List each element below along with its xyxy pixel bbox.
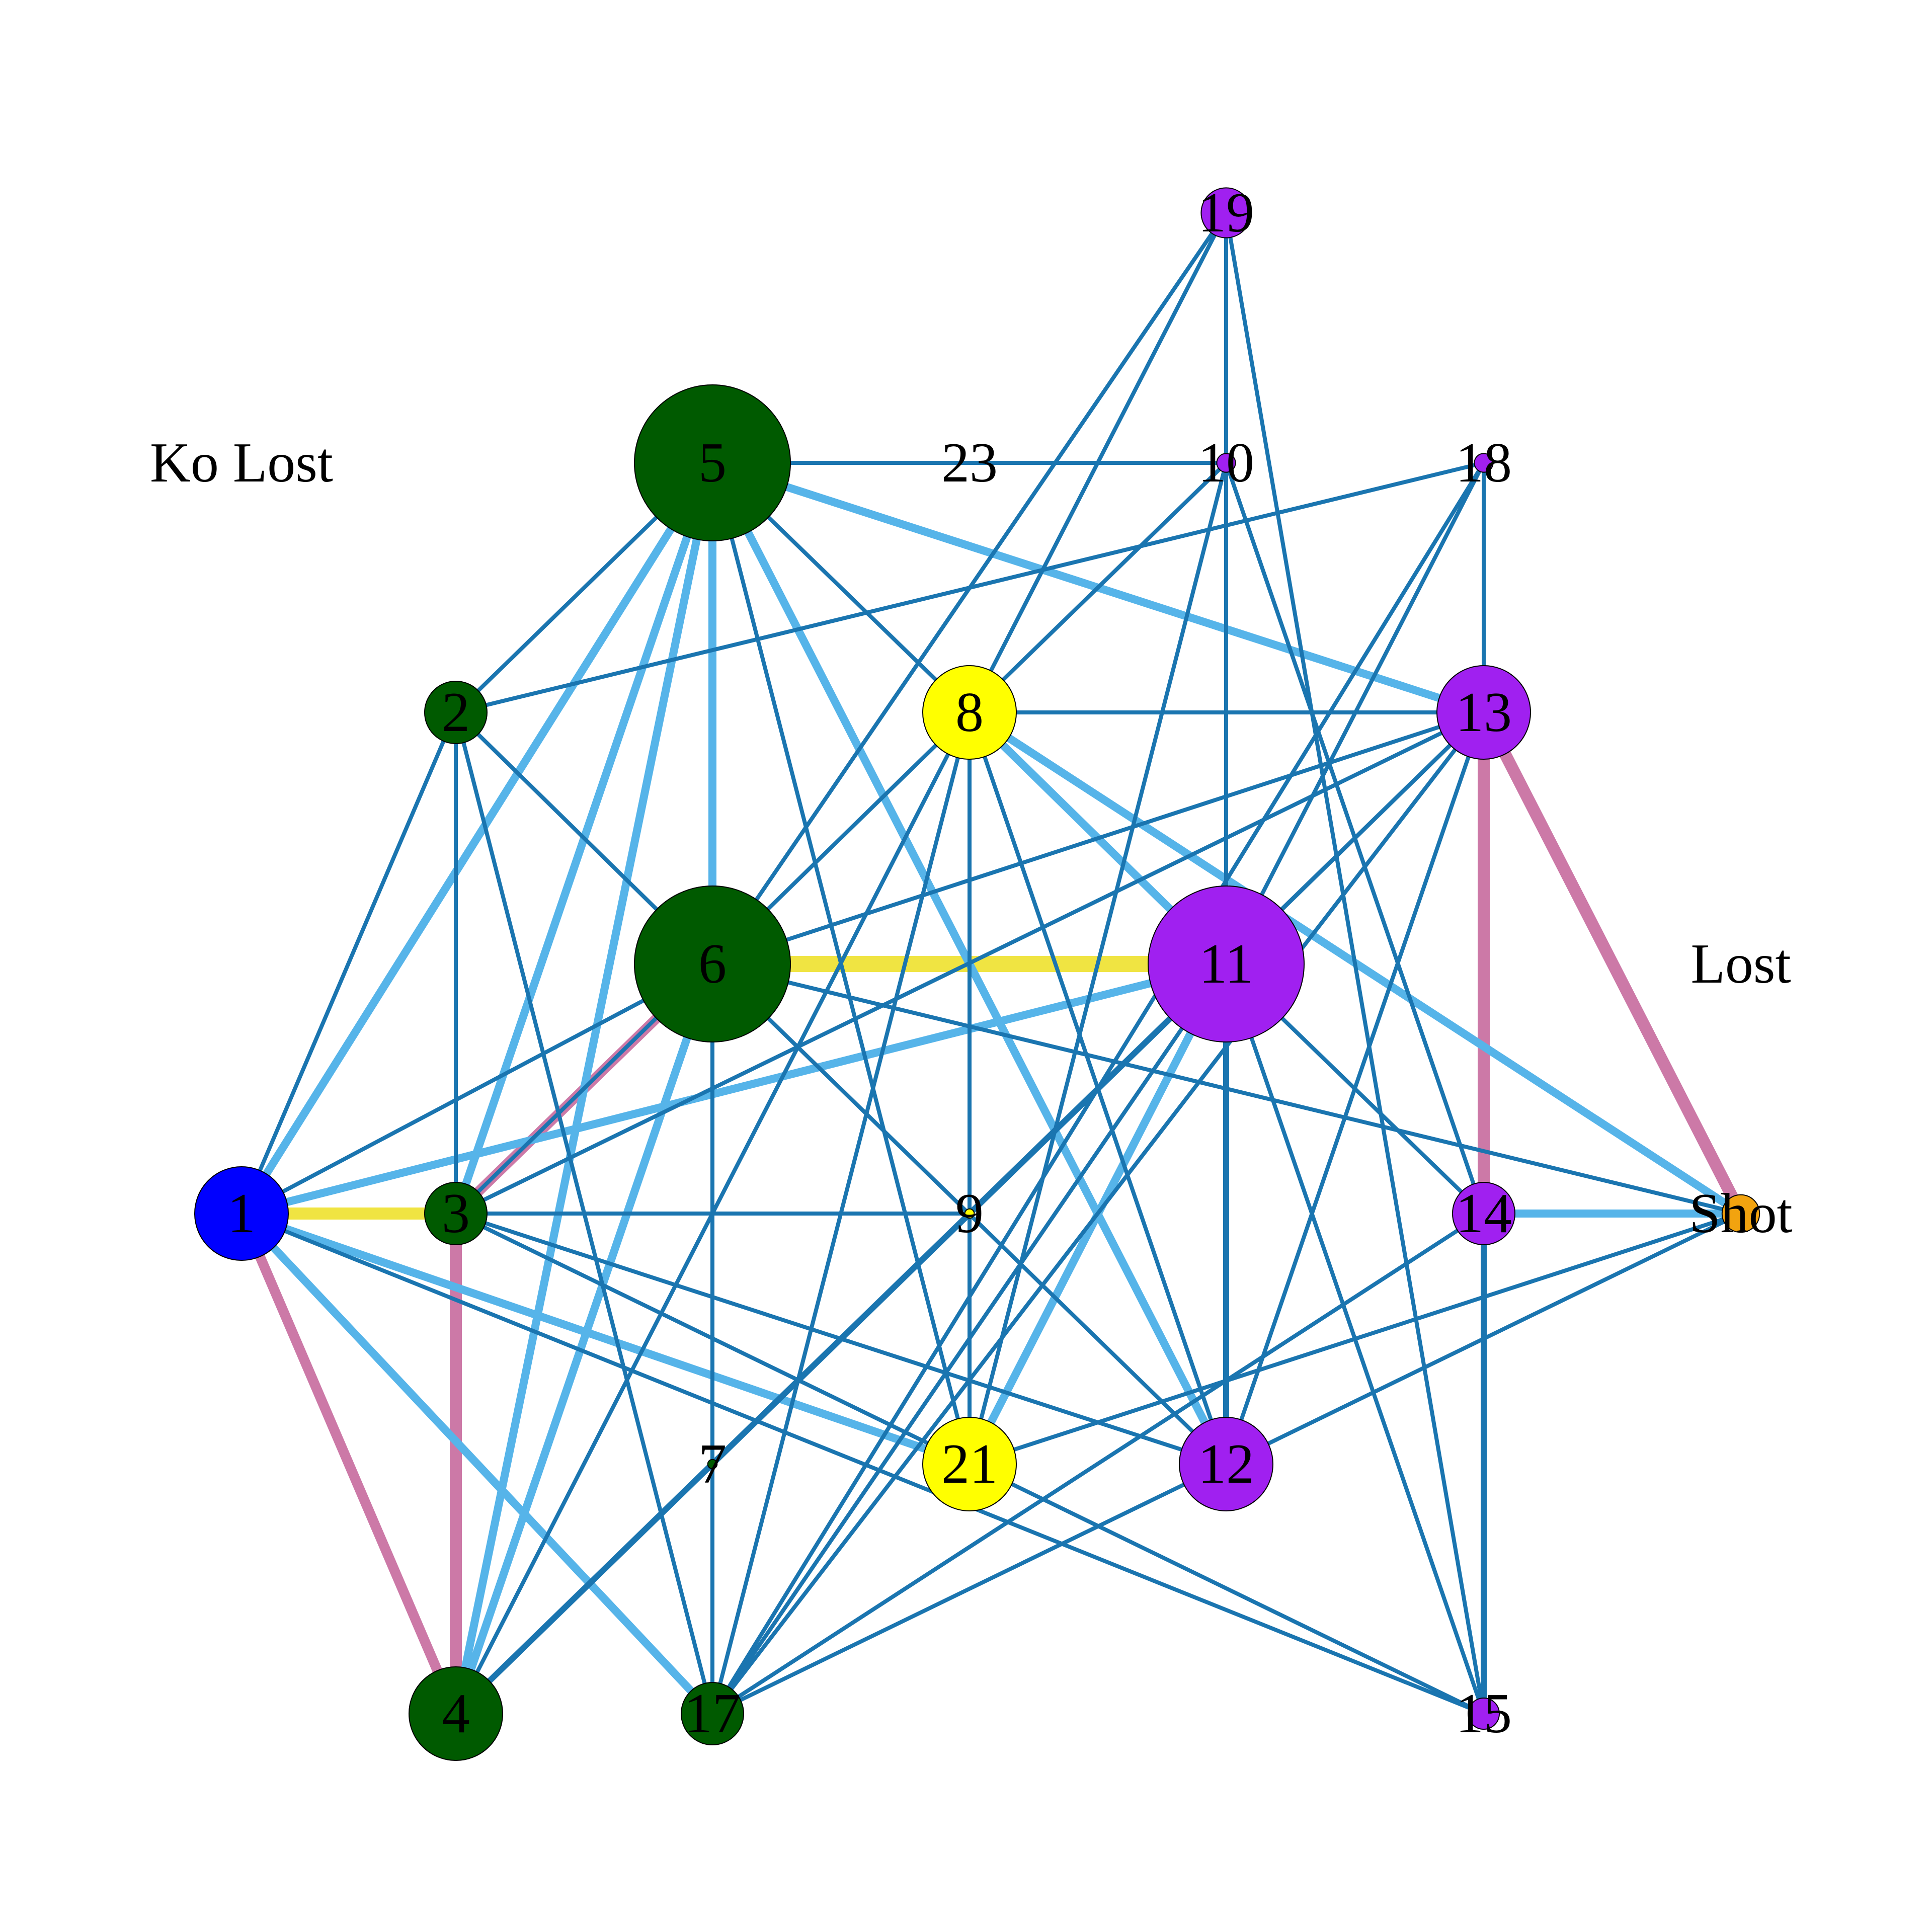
node-13 xyxy=(1436,665,1531,760)
node-label-9: 9 xyxy=(955,1182,984,1245)
edge-19-15 xyxy=(1224,212,1486,1714)
edge-13-6 xyxy=(711,710,1485,966)
node-7 xyxy=(707,1459,718,1470)
edge-1-11 xyxy=(240,960,1227,1218)
node-label-2: 2 xyxy=(442,681,470,744)
node-4 xyxy=(409,1666,503,1761)
node-label-11: 11 xyxy=(1199,933,1253,995)
node-2 xyxy=(424,681,488,744)
node-11 xyxy=(1148,886,1305,1042)
edge-2-1 xyxy=(239,711,458,1215)
node-3 xyxy=(424,1182,488,1245)
node-21 xyxy=(922,1417,1017,1511)
node-15 xyxy=(1468,1698,1500,1730)
edge-3-12 xyxy=(455,1212,1227,1466)
node-label-10: 10 xyxy=(1198,432,1254,494)
edge-1-21 xyxy=(240,1210,971,1468)
node-label-12: 12 xyxy=(1198,1433,1254,1495)
edge-21-shot xyxy=(969,1212,1742,1466)
node-10 xyxy=(1216,453,1236,473)
node-label-4: 4 xyxy=(442,1682,470,1745)
edge-5-1 xyxy=(238,460,716,1216)
labels-layer: 1234567891011121314151718192123ShotLostK… xyxy=(150,182,1793,1745)
node-label-18: 18 xyxy=(1456,432,1512,494)
edge-12-17 xyxy=(711,1462,1227,1716)
node-label-13: 13 xyxy=(1456,681,1512,744)
node-label-8: 8 xyxy=(955,681,984,744)
node-label-7: 7 xyxy=(698,1433,727,1495)
node-12 xyxy=(1179,1417,1273,1511)
node-9 xyxy=(964,1208,975,1219)
edge-6-4 xyxy=(452,962,716,1715)
node-8 xyxy=(922,665,1017,760)
node-label-21: 21 xyxy=(941,1433,998,1495)
edge-1-4 xyxy=(236,1212,461,1716)
node-6 xyxy=(634,886,791,1042)
node-label-ko-lost: Ko Lost xyxy=(150,432,333,494)
edge-14-17 xyxy=(711,1212,1485,1716)
edge-19-6 xyxy=(710,211,1228,965)
edge-11-17 xyxy=(710,962,1228,1715)
node-label-shot: Shot xyxy=(1689,1182,1792,1245)
node-label-5: 5 xyxy=(698,432,727,494)
node-label-1: 1 xyxy=(227,1182,256,1245)
edge-6-1 xyxy=(240,962,713,1216)
node-19 xyxy=(1200,187,1252,238)
edge-10-8 xyxy=(968,461,1228,714)
node-label-3: 3 xyxy=(442,1182,470,1245)
node-5 xyxy=(634,384,791,541)
node-label-lost: Lost xyxy=(1691,933,1791,995)
node-label-15: 15 xyxy=(1456,1682,1512,1745)
node-18 xyxy=(1474,453,1494,473)
edge-1-17 xyxy=(238,1211,715,1717)
edge-19-8 xyxy=(968,212,1228,713)
node-label-6: 6 xyxy=(698,933,727,995)
edge-12-shot xyxy=(1225,1212,1742,1466)
node-label-19: 19 xyxy=(1198,182,1254,244)
node-shot xyxy=(1721,1194,1760,1233)
node-label-14: 14 xyxy=(1456,1182,1512,1245)
node-label-17: 17 xyxy=(684,1682,741,1745)
node-label-23: 23 xyxy=(941,432,998,494)
nodes-layer xyxy=(194,187,1760,1761)
edge-13-shot xyxy=(1478,709,1746,1217)
edge-1-15 xyxy=(240,1212,1485,1716)
edge-13-17 xyxy=(710,711,1486,1715)
node-1 xyxy=(194,1166,289,1261)
node-14 xyxy=(1452,1182,1515,1245)
node-17 xyxy=(681,1682,744,1745)
edge-10-21 xyxy=(968,462,1228,1465)
